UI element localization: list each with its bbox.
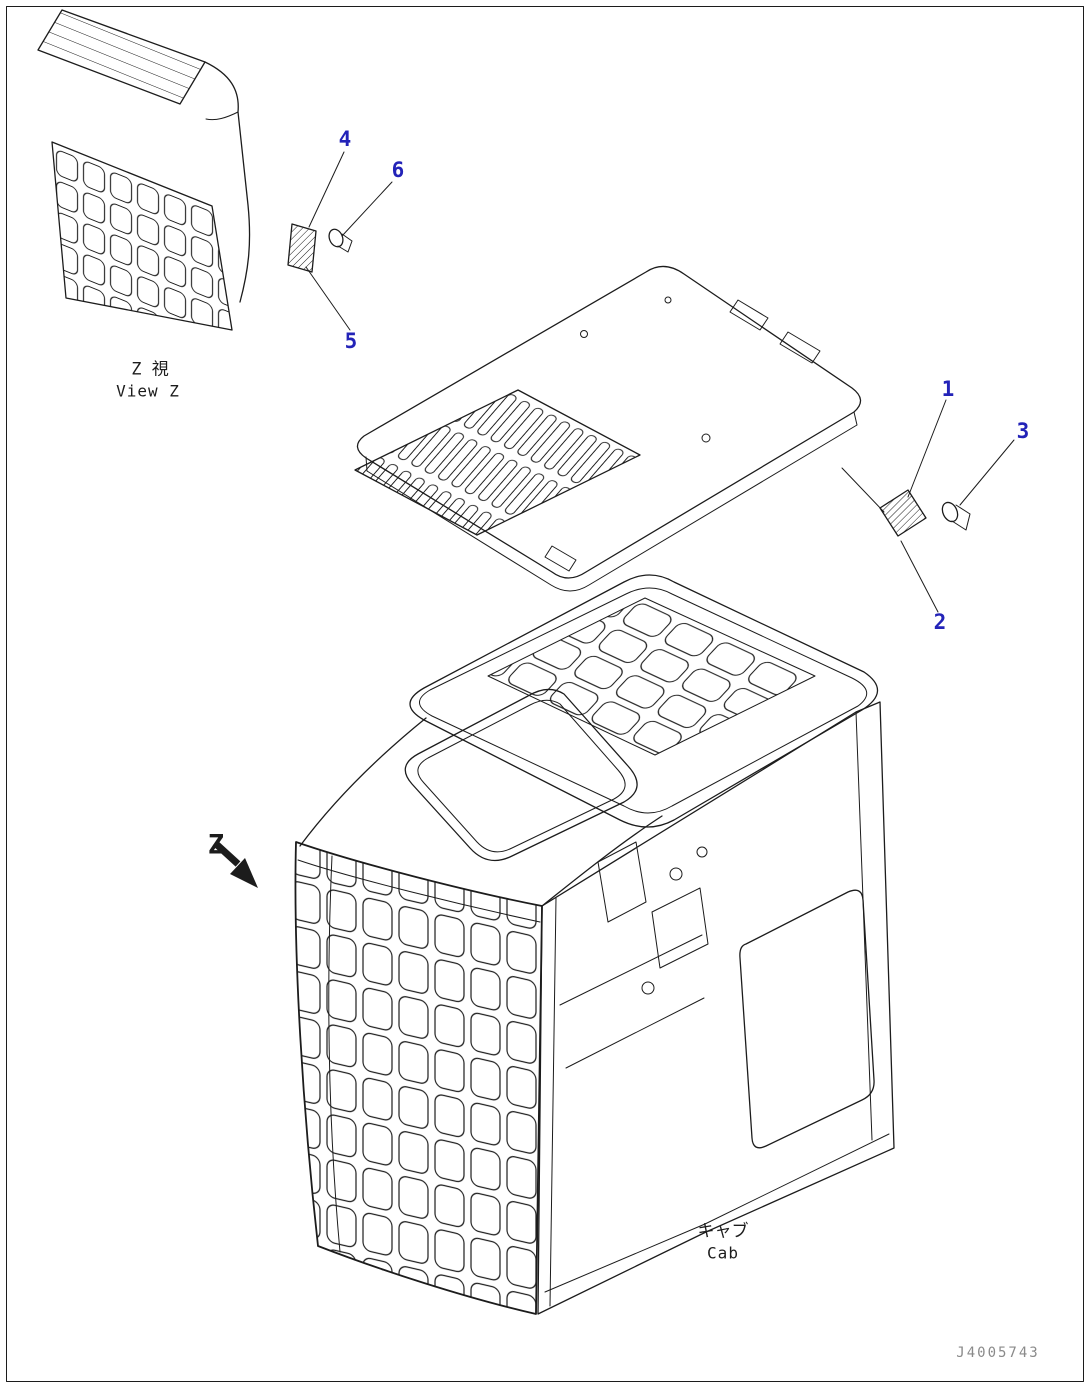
- front-right-pillar-inner: [549, 897, 557, 1307]
- callout-5: 5: [344, 329, 358, 353]
- roof-guard-grid: [487, 597, 816, 756]
- roof-front-edge: [541, 815, 663, 907]
- panel-latch: [544, 545, 577, 572]
- viewz-roof-grille: [37, 9, 206, 105]
- plate-part-1-2: [879, 489, 927, 537]
- lower-skirt-line: [544, 1133, 890, 1293]
- cab-label-en: Cab: [707, 1243, 739, 1263]
- cab-drawing: [294, 574, 895, 1315]
- roof-outer-rim: [409, 574, 879, 828]
- panel-detail-plate-a: [729, 299, 769, 331]
- panel-outline: [356, 265, 862, 579]
- panel-bolt-c: [664, 296, 672, 304]
- cab-label-jp: キャブ: [697, 1221, 749, 1242]
- viewz-leader-lines: [305, 151, 393, 331]
- panel-alignment-line: [841, 467, 885, 513]
- viewz-front-lattice: [51, 141, 233, 331]
- plate-part-4-5: [287, 223, 317, 273]
- viewz-pillar-outline: [204, 61, 251, 303]
- z-direction-arrow: [212, 840, 258, 888]
- callout-4: 4: [338, 127, 352, 151]
- panel-grille: [354, 389, 641, 536]
- callout-3: 3: [1016, 419, 1030, 443]
- skylight-outer: [404, 688, 638, 862]
- front-guard-left-curve: [328, 855, 341, 1253]
- drawing-number: J4005743: [956, 1345, 1040, 1361]
- viewz-pillar-joint: [205, 111, 239, 121]
- screw-part-3-icon: [941, 501, 971, 531]
- panel-bolt-b: [580, 330, 588, 338]
- callout-2: 2: [933, 610, 947, 634]
- view-z-label-jp: Z 視: [131, 359, 169, 380]
- top-guard-panel: [354, 265, 1015, 613]
- panel-leader-lines: [900, 399, 1015, 613]
- arrow-head-icon: [230, 858, 258, 888]
- door-opening: [739, 889, 875, 1149]
- panel-detail-plate-b: [779, 331, 821, 364]
- view-z-label-en: View Z: [116, 381, 180, 401]
- callout-1: 1: [941, 377, 955, 401]
- skylight-inner: [417, 699, 626, 853]
- page-border: [6, 6, 1084, 1382]
- z-direction-label: Z: [207, 829, 225, 861]
- left-a-pillar: [299, 717, 427, 847]
- view-z-detail: [37, 9, 393, 331]
- front-guard-top-rail: [297, 859, 541, 923]
- screw-part-6-icon: [328, 228, 353, 253]
- interior-structure: [559, 841, 709, 1069]
- callout-6: 6: [391, 158, 405, 182]
- roof-inner-rim: [419, 587, 868, 814]
- panel-bolt-a: [701, 433, 711, 443]
- front-guard-lattice: [294, 841, 543, 1315]
- arrow-shaft: [212, 840, 241, 867]
- panel-thickness-edge: [365, 411, 858, 592]
